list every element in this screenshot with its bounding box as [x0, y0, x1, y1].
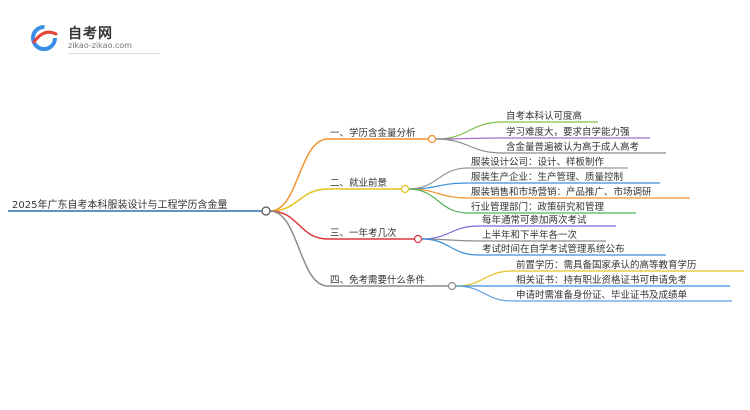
site-logo[interactable]: 自考网 zikao-zikao.com: [30, 20, 170, 54]
leaf-label-4-2: 相关证书：持有职业资格证书可申请免考: [516, 274, 687, 286]
root-label: 2025年广东自考本科服装设计与工程学历含金量: [12, 198, 227, 211]
branch-connector-1: [269, 138, 329, 212]
leaf-label-4-1: 前置学历：需具备国家承认的高等教育学历: [516, 259, 697, 271]
leaf-label-2-4: 行业管理部门：政策研究和管理: [471, 201, 605, 213]
branch-node-2[interactable]: [400, 184, 410, 194]
root-node[interactable]: [261, 206, 271, 216]
logo-subtitle: zikao-zikao.com: [68, 41, 132, 50]
logo-mark-icon: [31, 25, 58, 51]
branch-connector-2: [269, 188, 329, 212]
leaf-label-1-1: 自考本科认可度高: [506, 110, 582, 122]
leaf-label-1-2: 学习难度大，要求自学能力强: [506, 126, 630, 138]
branch-node-4[interactable]: [447, 281, 457, 291]
leaf-connector-3-1: [421, 225, 480, 240]
branch-node-3[interactable]: [413, 234, 423, 244]
branch-label-3: 三、一年考几次: [330, 227, 397, 239]
leaf-label-2-2: 服装生产企业：生产管理、质量控制: [471, 171, 623, 183]
leaf-label-1-3: 含金量普遍被认为高于成人高考: [506, 141, 639, 153]
logo-title: 自考网: [68, 26, 113, 42]
logo-divider: [68, 53, 160, 54]
branch-connector-3: [269, 210, 329, 240]
branch-label-1: 一、学历含金量分析: [330, 127, 416, 139]
leaf-label-3-2: 上半年和下半年各一次: [482, 229, 578, 241]
leaf-label-2-1: 服装设计公司：设计、样板制作: [471, 156, 605, 168]
branch-connector-4: [269, 210, 329, 287]
leaf-label-3-3: 考试时间在自学考试管理系统公布: [482, 243, 625, 255]
branch-label-4: 四、免考需要什么条件: [330, 274, 426, 286]
leaf-connector-3-3: [421, 238, 480, 256]
leaf-label-2-3: 服装销售和市场营销：产品推广、市场调研: [471, 186, 652, 198]
leaf-label-3-1: 每年通常可参加两次考试: [482, 214, 587, 226]
leaf-label-4-3: 申请时需准备身份证、毕业证书及成绩单: [516, 289, 688, 301]
leaf-connector-1-3: [435, 138, 504, 154]
branch-node-1[interactable]: [427, 134, 437, 144]
leaf-connector-4-3: [455, 285, 514, 302]
leaf-connector-4-1: [455, 270, 514, 287]
leaf-connector-1-1: [435, 121, 504, 140]
leaf-connector-2-4: [408, 188, 469, 214]
branch-label-2: 二、就业前景: [330, 177, 387, 189]
